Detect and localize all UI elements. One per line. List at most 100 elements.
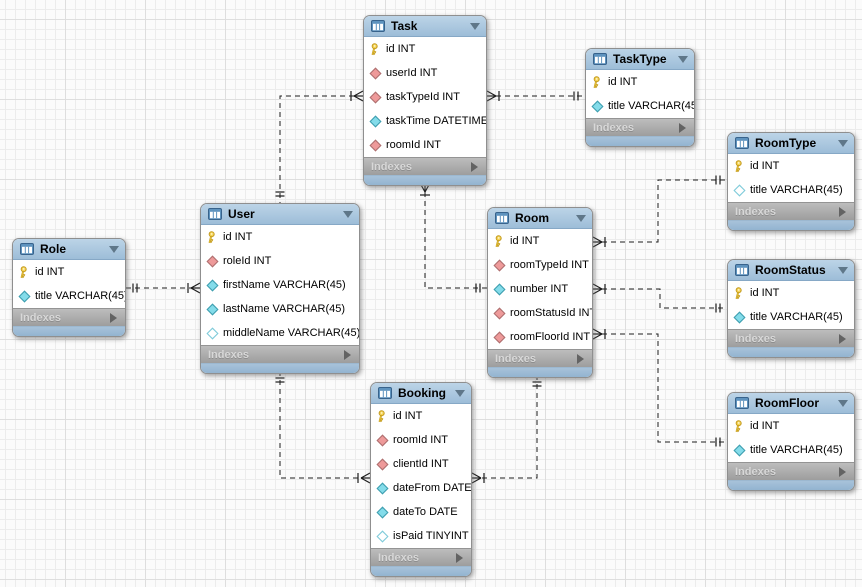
column-row[interactable]: firstName VARCHAR(45) xyxy=(201,273,359,297)
table-header[interactable]: Task xyxy=(364,16,486,37)
column-row[interactable]: dateTo DATE xyxy=(371,500,471,524)
indexes-bar[interactable]: Indexes xyxy=(13,308,125,326)
indexes-bar[interactable]: Indexes xyxy=(728,462,854,480)
collapse-arrow-icon[interactable] xyxy=(838,399,848,407)
column-row[interactable]: number INT xyxy=(488,277,592,301)
collapse-arrow-icon[interactable] xyxy=(838,139,848,147)
table-bottom-strip xyxy=(13,326,125,336)
column-row[interactable]: lastName VARCHAR(45) xyxy=(201,297,359,321)
expand-arrow-icon[interactable] xyxy=(839,206,846,217)
column-label: id INT xyxy=(510,235,540,247)
column-row[interactable]: title VARCHAR(45) xyxy=(728,305,854,329)
relationship-fk-room-roomstatus[interactable] xyxy=(592,283,727,313)
column-row[interactable]: userId INT xyxy=(364,61,486,85)
relationship-fk-task-tasktype[interactable] xyxy=(486,90,585,102)
relationship-fk-task-room[interactable] xyxy=(419,182,487,293)
table-header[interactable]: Role xyxy=(13,239,125,260)
expand-arrow-icon[interactable] xyxy=(110,312,117,323)
indexes-bar[interactable]: Indexes xyxy=(586,118,694,136)
column-row[interactable]: id INT xyxy=(371,404,471,428)
expand-arrow-icon[interactable] xyxy=(839,466,846,477)
relationship-fk-user-role[interactable] xyxy=(126,282,201,294)
indexes-bar[interactable]: Indexes xyxy=(728,202,854,220)
indexes-bar[interactable]: Indexes xyxy=(728,329,854,347)
collapse-arrow-icon[interactable] xyxy=(470,22,480,30)
collapse-arrow-icon[interactable] xyxy=(109,245,119,253)
column-row[interactable]: title VARCHAR(45) xyxy=(728,438,854,462)
collapse-arrow-icon[interactable] xyxy=(678,55,688,63)
column-row[interactable]: id INT xyxy=(488,229,592,253)
column-row[interactable]: isPaid TINYINT xyxy=(371,524,471,548)
column-row[interactable]: id INT xyxy=(586,70,694,94)
collapse-arrow-icon[interactable] xyxy=(838,266,848,274)
column-label: isPaid TINYINT xyxy=(393,530,469,542)
column-row[interactable]: id INT xyxy=(728,154,854,178)
table-header[interactable]: RoomStatus xyxy=(728,260,854,281)
expand-arrow-icon[interactable] xyxy=(577,353,584,364)
indexes-bar[interactable]: Indexes xyxy=(488,349,592,367)
collapse-arrow-icon[interactable] xyxy=(455,389,465,397)
column-row[interactable]: id INT xyxy=(728,414,854,438)
indexes-bar[interactable]: Indexes xyxy=(371,548,471,566)
column-row[interactable]: taskTime DATETIME xyxy=(364,109,486,133)
indexes-bar[interactable]: Indexes xyxy=(364,157,486,175)
column-row[interactable]: roomTypeId INT xyxy=(488,253,592,277)
table-icon xyxy=(20,243,34,255)
table-bottom-strip xyxy=(201,363,359,373)
expand-arrow-icon[interactable] xyxy=(471,161,478,172)
column-label: id INT xyxy=(608,76,638,88)
relationship-fk-room-roomtype[interactable] xyxy=(592,175,727,248)
foreign-key-icon xyxy=(376,457,389,471)
relationship-fk-booking-room[interactable] xyxy=(471,375,542,484)
table-header[interactable]: RoomType xyxy=(728,133,854,154)
table-header[interactable]: Room xyxy=(488,208,592,229)
indexes-bar[interactable]: Indexes xyxy=(201,345,359,363)
expand-arrow-icon[interactable] xyxy=(456,552,463,563)
column-row[interactable]: roleId INT xyxy=(201,249,359,273)
relationship-fk-task-user[interactable] xyxy=(275,90,364,203)
column-label: dateTo DATE xyxy=(393,506,458,518)
nullable-attribute-icon xyxy=(733,183,746,197)
collapse-arrow-icon[interactable] xyxy=(343,210,353,218)
column-row[interactable]: dateFrom DATE xyxy=(371,476,471,500)
column-row[interactable]: id INT xyxy=(364,37,486,61)
collapse-arrow-icon[interactable] xyxy=(576,214,586,222)
table-header[interactable]: User xyxy=(201,204,359,225)
column-row[interactable]: title VARCHAR(45) xyxy=(586,94,694,118)
table-header[interactable]: TaskType xyxy=(586,49,694,70)
column-row[interactable]: roomStatusId INT xyxy=(488,301,592,325)
column-row[interactable]: roomId INT xyxy=(364,133,486,157)
column-row[interactable]: id INT xyxy=(13,260,125,284)
table-roomstatus[interactable]: RoomStatus id INT title VARCHAR(45)Indexes xyxy=(727,259,855,358)
column-row[interactable]: roomId INT xyxy=(371,428,471,452)
column-row[interactable]: id INT xyxy=(728,281,854,305)
column-row[interactable]: title VARCHAR(45) xyxy=(13,284,125,308)
expand-arrow-icon[interactable] xyxy=(839,333,846,344)
table-icon xyxy=(371,20,385,32)
column-row[interactable]: middleName VARCHAR(45) xyxy=(201,321,359,345)
primary-key-icon xyxy=(735,159,742,172)
column-row[interactable]: id INT xyxy=(201,225,359,249)
column-row[interactable]: title VARCHAR(45) xyxy=(728,178,854,202)
expand-arrow-icon[interactable] xyxy=(679,122,686,133)
column-label: id INT xyxy=(750,287,780,299)
column-row[interactable]: clientId INT xyxy=(371,452,471,476)
table-icon xyxy=(735,137,749,149)
table-header[interactable]: RoomFloor xyxy=(728,393,854,414)
relationship-fk-booking-user[interactable] xyxy=(275,371,371,484)
expand-arrow-icon[interactable] xyxy=(344,349,351,360)
column-label: roomId INT xyxy=(393,434,449,446)
table-tasktype[interactable]: TaskType id INT title VARCHAR(45)Indexes xyxy=(585,48,695,147)
table-header[interactable]: Booking xyxy=(371,383,471,404)
relationship-fk-room-roomfloor[interactable] xyxy=(592,328,727,447)
column-row[interactable]: taskTypeId INT xyxy=(364,85,486,109)
column-row[interactable]: roomFloorId INT xyxy=(488,325,592,349)
